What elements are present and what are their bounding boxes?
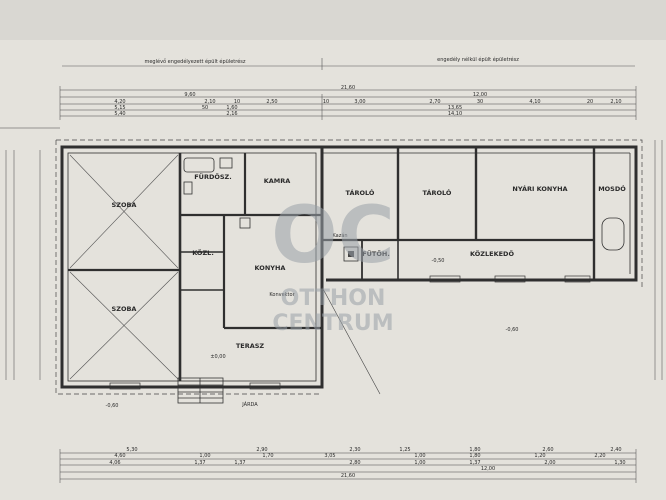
window-marks xyxy=(109,275,591,390)
svg-text:2,20: 2,20 xyxy=(594,453,605,459)
dim-total-top: 21,60 xyxy=(341,85,355,91)
svg-text:1,80: 1,80 xyxy=(469,453,480,459)
dim-bottom-right: 12,00 xyxy=(481,466,495,472)
svg-text:4,10: 4,10 xyxy=(529,99,540,105)
paving-edge-line xyxy=(321,286,381,395)
bottom-dimension-lines xyxy=(59,449,637,483)
svg-text:2,40: 2,40 xyxy=(610,447,621,453)
bedroom-roof-lines xyxy=(69,154,179,380)
room-label-storage-2: TÁROLÓ xyxy=(423,188,452,197)
dim-top-a: 9,60 xyxy=(184,92,195,98)
svg-text:2,00: 2,00 xyxy=(544,460,555,466)
header-captions: meglévő engedélyezett épült épületrész e… xyxy=(62,56,635,70)
dim-bottom-row2: 4,60 1,00 1,70 3,05 1,00 1,80 1,20 2,20 xyxy=(114,453,605,459)
note-boiler: Kazán xyxy=(332,232,347,239)
room-label-hallway: KÖZLEKEDŐ xyxy=(470,249,514,258)
dim-top-row1: 4,20 2,10 10 2,50 10 3,00 2,70 30 4,10 2… xyxy=(114,99,621,105)
svg-text:1,80: 1,80 xyxy=(469,447,480,453)
note-sidewalk: JÁRDA xyxy=(241,401,258,408)
dim-bottom-total: 21,60 xyxy=(341,473,355,479)
svg-text:2,70: 2,70 xyxy=(429,99,440,105)
svg-text:2,50: 2,50 xyxy=(266,99,277,105)
svg-text:2,90: 2,90 xyxy=(256,447,267,453)
room-label-storage-1: TÁROLÓ xyxy=(346,188,375,197)
svg-text:1,60: 1,60 xyxy=(226,105,237,111)
svg-text:1,37: 1,37 xyxy=(194,460,205,466)
svg-text:1,70: 1,70 xyxy=(262,453,273,459)
boiler-symbol xyxy=(343,246,359,262)
svg-text:2,10: 2,10 xyxy=(610,99,621,105)
svg-text:2,16: 2,16 xyxy=(226,111,237,117)
existing-part-caption: meglévő engedélyezett épült épületrész xyxy=(144,58,245,65)
room-label-summer-kitchen: NYÁRI KONYHA xyxy=(512,184,567,193)
room-label-bathroom: FÜRDŐSZ. xyxy=(194,172,232,181)
bathroom-fixtures xyxy=(183,157,625,251)
room-label-corridor: KÖZL. xyxy=(192,248,214,257)
svg-text:30: 30 xyxy=(477,99,483,105)
dim-top-row2: 5,15 50 1,60 13,65 xyxy=(114,105,462,111)
svg-text:10: 10 xyxy=(323,99,329,105)
room-label-terrace: TERASZ xyxy=(236,342,265,350)
paper-top-edge xyxy=(0,0,666,40)
unpermitted-part-caption: engedély nélkül épült épületrész xyxy=(437,56,519,63)
svg-text:3,00: 3,00 xyxy=(354,99,365,105)
right-dimension-lines xyxy=(654,140,663,380)
svg-text:1,00: 1,00 xyxy=(414,460,425,466)
svg-text:1,00: 1,00 xyxy=(414,453,425,459)
watermark-mark: OC xyxy=(271,191,395,281)
svg-text:1,37: 1,37 xyxy=(234,460,245,466)
room-label-kitchen: KONYHA xyxy=(255,264,286,272)
watermark-line1: OTTHON xyxy=(281,286,386,311)
svg-text:5,15: 5,15 xyxy=(114,105,125,111)
note-convector: Konvektor xyxy=(269,292,295,298)
svg-text:1,25: 1,25 xyxy=(399,447,410,453)
svg-text:1,37: 1,37 xyxy=(469,460,480,466)
svg-text:2,60: 2,60 xyxy=(542,447,553,453)
room-label-pantry: KAMRA xyxy=(264,177,291,185)
otthon-centrum-watermark: OC OTTHON CENTRUM xyxy=(271,191,395,336)
level-hallway: -0,50 xyxy=(432,258,445,264)
svg-text:2,30: 2,30 xyxy=(349,447,360,453)
svg-text:1,00: 1,00 xyxy=(199,453,210,459)
svg-text:14,10: 14,10 xyxy=(448,111,462,117)
svg-text:10: 10 xyxy=(234,99,240,105)
room-label-bedroom-1: SZOBA xyxy=(112,201,137,209)
svg-text:20: 20 xyxy=(587,99,593,105)
svg-text:5,40: 5,40 xyxy=(114,111,125,117)
level-yard: -0,60 xyxy=(506,327,519,333)
svg-text:2,10: 2,10 xyxy=(204,99,215,105)
room-label-boiler-room: FŰTŐH. xyxy=(362,249,390,258)
svg-text:13,65: 13,65 xyxy=(448,105,462,111)
svg-text:50: 50 xyxy=(202,105,208,111)
svg-text:4,60: 4,60 xyxy=(114,453,125,459)
dim-bottom-row3: 4,06 1,37 1,37 2,80 1,00 1,37 2,00 1,30 xyxy=(109,460,625,466)
left-dimension-lines xyxy=(0,127,60,380)
watermark-line2: CENTRUM xyxy=(272,311,393,336)
svg-text:1,30: 1,30 xyxy=(614,460,625,466)
room-label-washroom: MOSDÓ xyxy=(598,184,626,193)
svg-text:2,80: 2,80 xyxy=(349,460,360,466)
svg-text:3,05: 3,05 xyxy=(324,453,335,459)
dim-top-row3: 5,40 2,16 14,10 xyxy=(114,111,462,117)
svg-text:4,20: 4,20 xyxy=(114,99,125,105)
level-front: -0,60 xyxy=(106,403,119,409)
terrace-steps xyxy=(177,377,224,404)
svg-text:1,20: 1,20 xyxy=(534,453,545,459)
room-label-bedroom-2: SZOBA xyxy=(112,305,137,313)
svg-text:4,06: 4,06 xyxy=(109,460,120,466)
dim-top-b: 12,00 xyxy=(473,92,487,98)
top-dimension-lines xyxy=(59,86,637,120)
level-zero: ±0,00 xyxy=(210,354,225,360)
existing-building-walls xyxy=(60,145,324,389)
svg-text:5,30: 5,30 xyxy=(126,447,137,453)
extension-walls xyxy=(322,145,638,282)
dim-bottom-row1: 5,30 2,90 2,30 1,25 1,80 2,60 2,40 xyxy=(126,447,621,453)
roof-outline-dashed xyxy=(55,139,643,395)
